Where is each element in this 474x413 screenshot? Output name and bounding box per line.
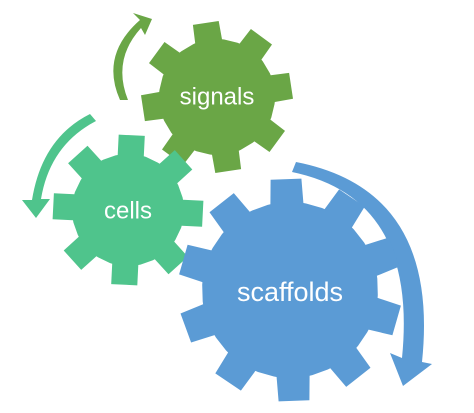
scaffolds-cycle-arrow — [292, 162, 432, 386]
scaffolds-label: scaffolds — [237, 277, 343, 307]
cells-cycle-arrow — [22, 114, 96, 218]
cells-gear — [52, 134, 204, 286]
signals-label: signals — [180, 83, 255, 110]
cells-label: cells — [104, 197, 152, 224]
scaffolds-gear — [179, 178, 401, 402]
signals-cycle-arrow — [113, 13, 152, 100]
signals-gear — [141, 21, 293, 173]
